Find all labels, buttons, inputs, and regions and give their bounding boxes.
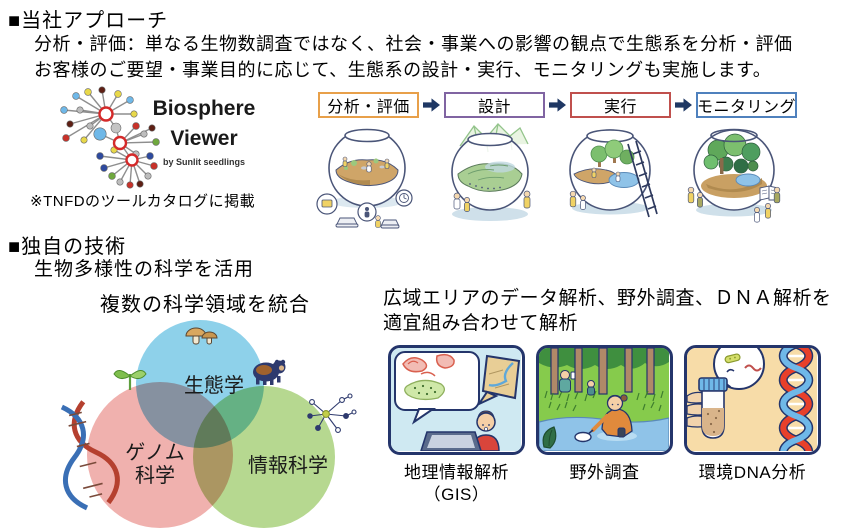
logo-byline: by Sunlit seedlings bbox=[162, 157, 245, 167]
method-label-line: （GIS） bbox=[423, 485, 490, 504]
terrarium-illustrations bbox=[312, 122, 790, 234]
biosphere-viewer-network-logo-icon bbox=[60, 86, 160, 189]
process-step-label: 実行 bbox=[603, 99, 637, 116]
approach-description: 分析・評価：単なる生物数調査ではなく、社会・事業への影響の観点で生態系を分析・評… bbox=[34, 31, 793, 83]
dna-icon bbox=[60, 400, 120, 511]
field-survey-illustration-card bbox=[536, 345, 673, 455]
field-survey-illustration bbox=[539, 348, 669, 451]
terrarium-implementation-illustration bbox=[569, 129, 658, 218]
approach-section-title: ■当社アプローチ bbox=[8, 10, 169, 32]
process-step-label: 分析・評価 bbox=[327, 99, 410, 116]
analysis-note-line2: 適宜組み合わせて解析 bbox=[383, 313, 579, 334]
process-step-monitoring: モニタリング bbox=[696, 92, 797, 118]
venn-caption: 複数の科学領域を統合 bbox=[100, 294, 310, 316]
surveyor-figure bbox=[559, 369, 595, 396]
gis-illustration bbox=[391, 348, 521, 451]
method-label-line: 環境DNA分析 bbox=[698, 463, 807, 482]
logo-name-line1: Biosphere bbox=[152, 97, 256, 120]
sample-tube-hand bbox=[687, 377, 728, 439]
venn-label-information: 情報科学 bbox=[248, 454, 328, 477]
method-label-line: 地理情報解析 bbox=[404, 463, 509, 482]
process-step-label: 設計 bbox=[477, 99, 511, 116]
approach-description-line2: お客様のご要望・事業目的に応じて、生態系の設計・実行、モニタリングも実施します。 bbox=[34, 60, 772, 80]
dna-helix-graphic bbox=[778, 348, 814, 451]
gis-illustration-card bbox=[388, 345, 525, 455]
analysis-note: 広域エリアのデータ解析、野外調査、ＤＮＡ解析を 適宜組み合わせて解析 bbox=[383, 286, 832, 336]
process-step-label: モニタリング bbox=[697, 99, 797, 116]
method-labels: 地理情報解析 （GIS） 野外調査 環境DNA分析 bbox=[388, 462, 821, 506]
venn-circle-information bbox=[193, 386, 335, 528]
mushroom-icon bbox=[185, 327, 218, 345]
edna-illustration-card bbox=[684, 345, 821, 455]
approach-description-line1: 分析・評価：単なる生物数調査ではなく、社会・事業への影響の観点で生態系を分析・評… bbox=[34, 34, 793, 54]
logo-name-line2: Viewer bbox=[170, 127, 238, 150]
venn-label-genome-line2: 科学 bbox=[135, 464, 175, 487]
edna-illustration bbox=[687, 348, 817, 451]
terrarium-monitoring-illustration bbox=[687, 128, 781, 223]
technology-section-title: ■独自の技術 bbox=[8, 236, 127, 258]
process-step-analysis: 分析・評価 bbox=[318, 92, 419, 118]
method-label-line: 野外調査 bbox=[569, 463, 640, 482]
process-step-design: 設計 bbox=[444, 92, 545, 118]
terrarium-design-illustration bbox=[451, 123, 531, 221]
tnfd-note: ※TNFDのツールカタログに掲載 bbox=[30, 193, 256, 210]
method-label-gis: 地理情報解析 （GIS） bbox=[388, 462, 525, 506]
venn-label-ecology: 生態学 bbox=[184, 374, 244, 397]
bear-icon bbox=[253, 359, 286, 385]
science-venn-diagram: 生態学 ゲノム 科学 情報科学 bbox=[60, 320, 357, 528]
method-label-field-survey: 野外調査 bbox=[536, 462, 673, 506]
venn-label-genome-line1: ゲノム bbox=[125, 441, 184, 464]
flow-arrow-icon bbox=[422, 98, 441, 112]
flow-arrow-icon bbox=[548, 98, 567, 112]
process-step-implementation: 実行 bbox=[570, 92, 671, 118]
flow-arrow-icon bbox=[674, 98, 693, 112]
terrarium-analysis-illustration bbox=[316, 128, 413, 229]
sprout-icon bbox=[113, 370, 147, 391]
biosphere-viewer-wordmark: Biosphere Viewer by Sunlit seedlings bbox=[146, 94, 262, 167]
analysis-note-line1: 広域エリアのデータ解析、野外調査、ＤＮＡ解析を bbox=[383, 288, 832, 309]
venn-circle-genome bbox=[87, 382, 233, 528]
sampling-person-figure bbox=[574, 394, 637, 443]
method-cards bbox=[388, 345, 821, 455]
process-flow: 分析・評価 設計 実行 モニタリング bbox=[318, 92, 797, 118]
method-label-edna: 環境DNA分析 bbox=[684, 462, 821, 506]
technology-subtitle: 生物多様性の科学を活用 bbox=[34, 259, 255, 280]
network-icon bbox=[307, 393, 357, 433]
